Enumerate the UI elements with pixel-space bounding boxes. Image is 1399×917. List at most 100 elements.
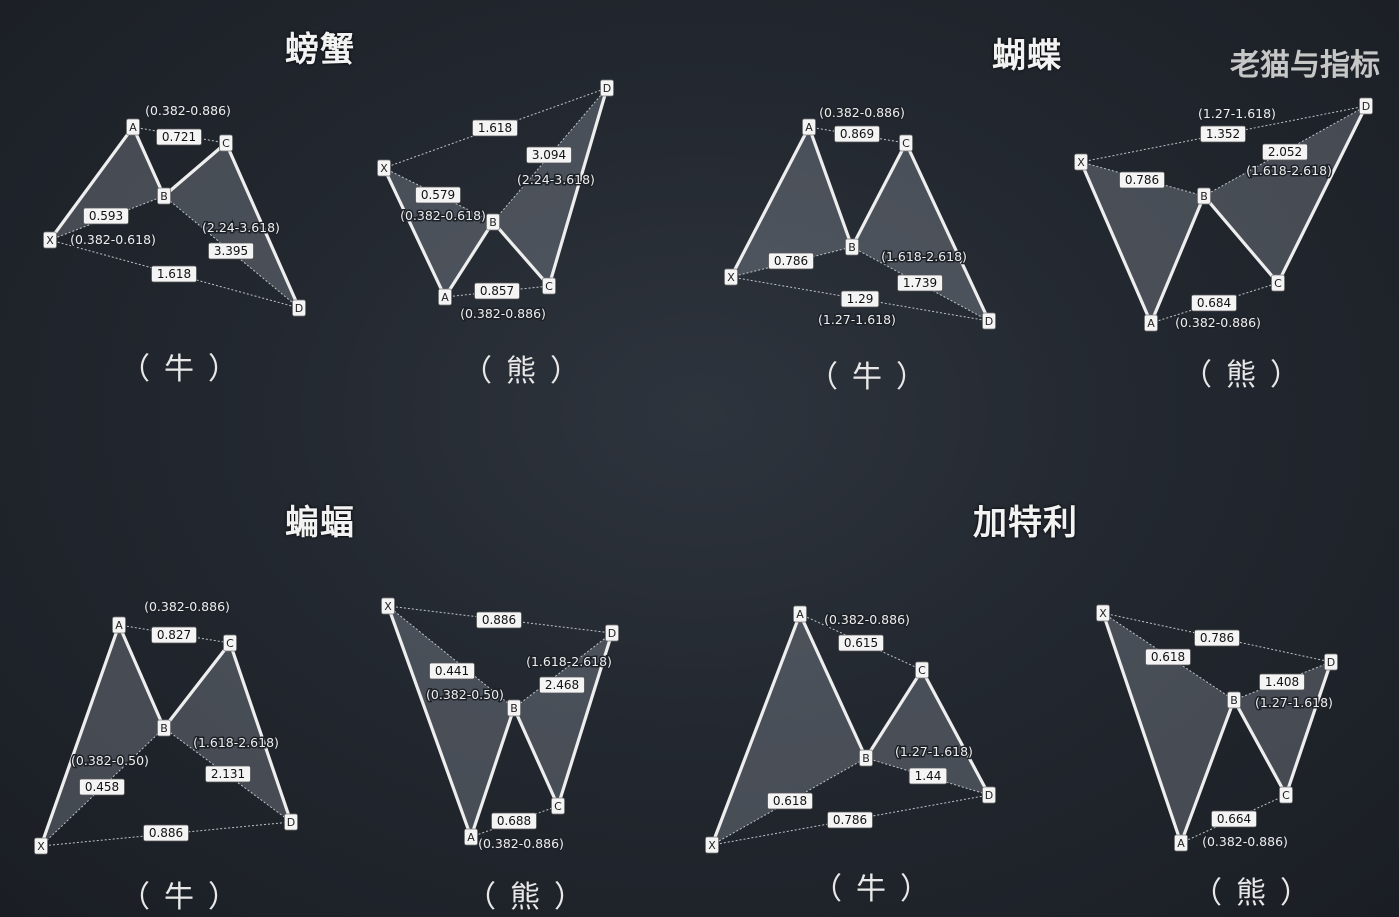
point-d: D <box>605 624 619 642</box>
ratio-range-label: (0.382-0.618) <box>70 232 156 247</box>
svg-text:1.352: 1.352 <box>1206 127 1240 141</box>
butterfly-title: 蝴蝶 <box>992 36 1062 76</box>
ratio-value-box: 0.664 <box>1211 810 1257 828</box>
ratio-range-label: (1.618-2.618) <box>193 735 279 750</box>
point-x: X <box>1096 604 1110 622</box>
xab-triangle <box>41 625 164 846</box>
ratio-value-box: 1.408 <box>1259 673 1305 691</box>
ratio-value-box: 0.886 <box>476 611 522 629</box>
ratio-value-box: 0.857 <box>474 282 520 300</box>
svg-text:A: A <box>1147 317 1155 330</box>
svg-text:B: B <box>1230 694 1238 707</box>
svg-text:C: C <box>1274 277 1282 290</box>
ratio-value-box: 0.684 <box>1191 294 1237 312</box>
svg-text:X: X <box>1077 156 1085 169</box>
point-a: A <box>464 828 478 846</box>
svg-text:D: D <box>1327 656 1335 669</box>
svg-text:X: X <box>384 600 392 613</box>
ratio-value-box: 0.593 <box>83 207 129 225</box>
ratio-range-label: (2.24-3.618) <box>202 220 280 235</box>
svg-text:B: B <box>848 241 856 254</box>
ratio-range-label: (0.382-0.886) <box>460 306 546 321</box>
ratio-connector <box>383 87 608 169</box>
svg-text:A: A <box>115 619 123 632</box>
svg-text:1.44: 1.44 <box>915 769 942 783</box>
point-a: A <box>1144 314 1158 332</box>
ratio-range-label: (0.382-0.50) <box>71 753 149 768</box>
point-x: X <box>1074 153 1088 171</box>
xab-triangle <box>384 168 493 297</box>
svg-text:1.618: 1.618 <box>478 121 512 135</box>
pattern-butterfly-bull: (0.382-0.886)(1.618-2.618)(1.27-1.618)0.… <box>724 104 996 330</box>
svg-text:A: A <box>441 291 449 304</box>
svg-text:X: X <box>46 234 54 247</box>
svg-text:A: A <box>805 121 813 134</box>
point-b: B <box>157 719 171 737</box>
svg-text:0.786: 0.786 <box>1125 173 1159 187</box>
svg-text:C: C <box>545 280 553 293</box>
bcd-triangle <box>164 643 291 822</box>
point-a: A <box>793 605 807 623</box>
ratio-range-label: (2.24-3.618) <box>517 172 595 187</box>
point-c: C <box>915 661 929 679</box>
point-a: A <box>438 288 452 306</box>
svg-text:B: B <box>160 722 168 735</box>
crab-title: 螃蟹 <box>285 30 355 70</box>
ratio-range-label: (0.382-0.618) <box>400 208 486 223</box>
svg-text:B: B <box>1200 190 1208 203</box>
ratio-range-label: (0.382-0.886) <box>1175 315 1261 330</box>
ratio-range-label: (0.382-0.50) <box>426 687 504 702</box>
ratio-value-box: 0.458 <box>79 778 125 796</box>
bcd-triangle <box>1204 106 1366 283</box>
bcd-triangle <box>866 670 989 795</box>
ratio-value-box: 0.579 <box>415 186 461 204</box>
svg-text:B: B <box>160 190 168 203</box>
pattern-gartley-bear: (1.27-1.618)(0.382-0.886)0.7860.6181.408… <box>1096 604 1338 852</box>
svg-text:2.131: 2.131 <box>211 767 245 781</box>
svg-text:D: D <box>985 315 993 328</box>
svg-text:1.618: 1.618 <box>157 267 191 281</box>
svg-text:0.857: 0.857 <box>480 284 514 298</box>
pattern-crab-bull: (0.382-0.886)(0.382-0.618)(2.24-3.618)0.… <box>43 102 306 317</box>
svg-text:0.786: 0.786 <box>774 254 808 268</box>
ratio-range-label: (1.618-2.618) <box>526 654 612 669</box>
ratio-value-box: 2.131 <box>205 765 251 783</box>
svg-text:C: C <box>226 637 234 650</box>
point-d: D <box>292 299 306 317</box>
xab-triangle <box>50 127 164 240</box>
caption-gartley-bear: （熊） <box>1192 876 1324 911</box>
caption-gartley-bull: （牛） <box>812 872 944 907</box>
ratio-range-label: (0.382-0.886) <box>478 836 564 851</box>
bcd-triangle <box>164 143 299 308</box>
ratio-value-box: 1.29 <box>840 290 880 308</box>
svg-text:2.052: 2.052 <box>1268 145 1302 159</box>
svg-text:3.395: 3.395 <box>214 244 248 258</box>
point-a: A <box>1174 834 1188 852</box>
point-b: B <box>507 699 521 717</box>
point-a: A <box>126 118 140 136</box>
svg-text:0.827: 0.827 <box>157 628 191 642</box>
point-b: B <box>157 187 171 205</box>
svg-text:0.441: 0.441 <box>435 664 469 678</box>
svg-text:D: D <box>985 789 993 802</box>
point-c: C <box>219 134 233 152</box>
ratio-connector <box>513 632 613 709</box>
svg-text:X: X <box>37 840 45 853</box>
ratio-value-box: 3.395 <box>208 242 254 260</box>
svg-text:0.615: 0.615 <box>844 636 878 650</box>
svg-text:C: C <box>902 137 910 150</box>
svg-text:A: A <box>1177 837 1185 850</box>
ratio-range-label: (0.382-0.886) <box>144 599 230 614</box>
point-b: B <box>859 749 873 767</box>
caption-butterfly-bull: （牛） <box>808 360 940 395</box>
ratio-range-label: (0.382-0.886) <box>824 612 910 627</box>
svg-text:D: D <box>608 627 616 640</box>
ratio-value-box: 0.688 <box>491 812 537 830</box>
svg-text:D: D <box>603 82 611 95</box>
svg-text:0.593: 0.593 <box>89 209 123 223</box>
ratio-range-label: (1.27-1.618) <box>1255 695 1333 710</box>
ratio-range-label: (1.27-1.618) <box>895 744 973 759</box>
svg-text:A: A <box>796 608 804 621</box>
svg-text:0.886: 0.886 <box>482 613 516 627</box>
